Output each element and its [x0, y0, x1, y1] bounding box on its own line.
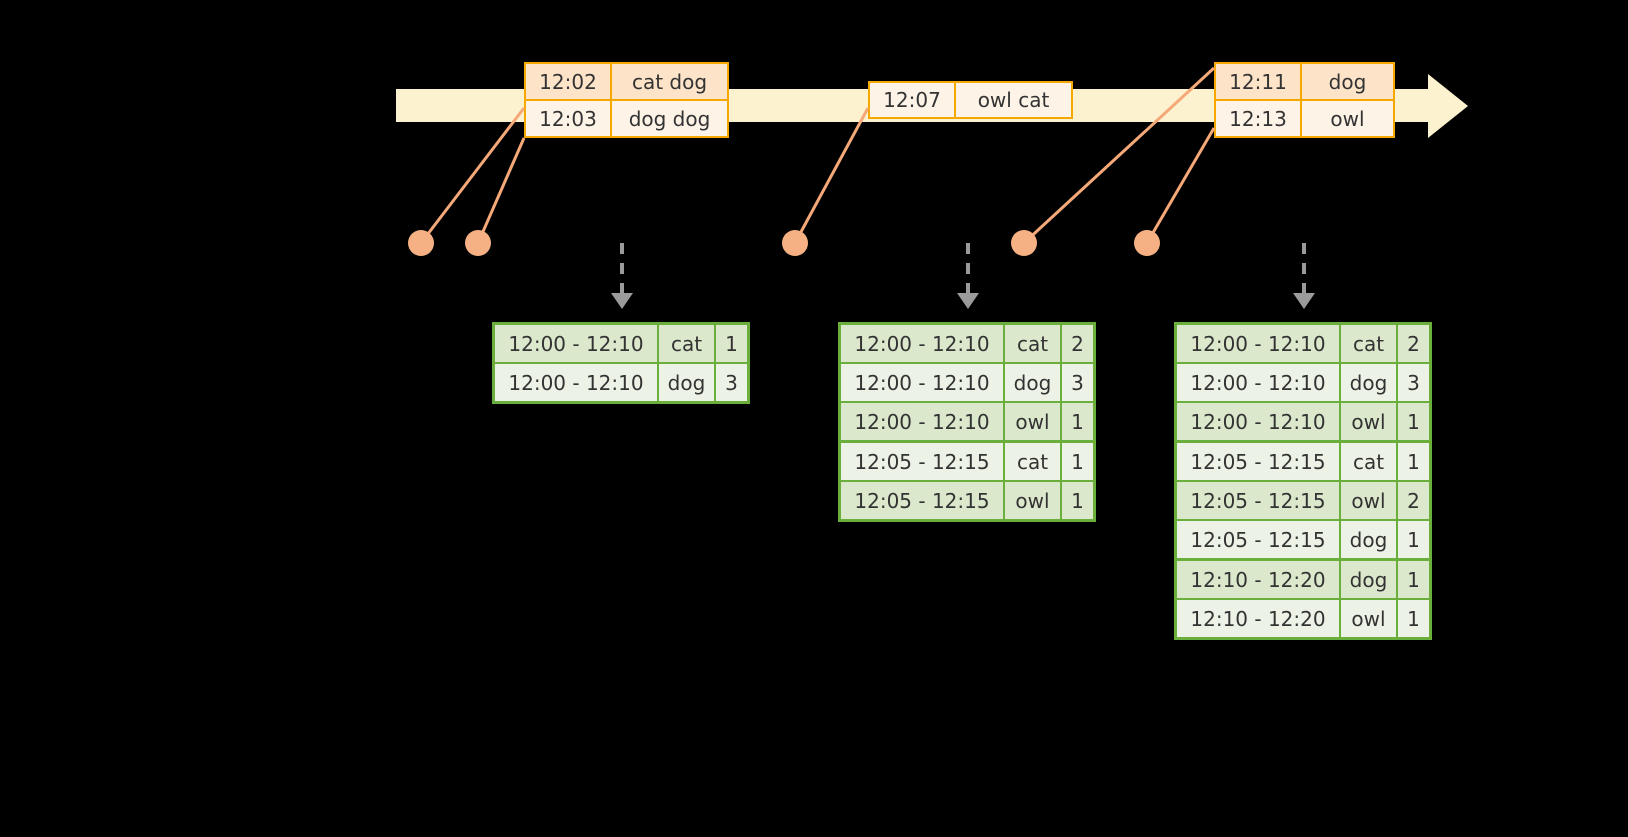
flow-arrow-2-shaft [966, 243, 970, 297]
window-cell: 12:05 - 12:15 [841, 482, 1005, 519]
window-cell: 12:00 - 12:10 [495, 364, 659, 401]
event-marker-dot[interactable] [465, 230, 491, 256]
word-cell: owl [1005, 482, 1062, 519]
window-cell: 12:00 - 12:10 [841, 403, 1005, 440]
word-cell: owl [1341, 403, 1398, 440]
flow-arrow-3-shaft [1302, 243, 1306, 297]
event-marker-dot[interactable] [1011, 230, 1037, 256]
event-value: owl cat [956, 83, 1071, 117]
count-cell: 1 [1398, 521, 1429, 558]
count-cell: 1 [1398, 403, 1429, 440]
word-cell: dog [659, 364, 716, 401]
word-cell: dog [1005, 364, 1062, 401]
event-time: 12:02 [526, 64, 612, 99]
event-value: cat dog [612, 64, 727, 99]
count-cell: 2 [1398, 482, 1429, 519]
window-cell: 12:10 - 12:20 [1177, 600, 1341, 637]
timeline-arrow-head [1428, 74, 1468, 138]
count-cell: 2 [1062, 325, 1093, 362]
count-cell: 3 [716, 364, 747, 401]
word-cell: cat [1341, 443, 1398, 480]
window-cell: 12:00 - 12:10 [1177, 364, 1341, 401]
flow-arrow-1-shaft [620, 243, 624, 297]
window-cell: 12:00 - 12:10 [1177, 325, 1341, 362]
event-box-group-1[interactable]: 12:02 cat dog 12:03 dog dog [524, 62, 729, 138]
word-cell: owl [1341, 482, 1398, 519]
count-cell: 1 [1398, 561, 1429, 598]
window-cell: 12:00 - 12:10 [1177, 403, 1341, 440]
event-value: owl [1302, 101, 1393, 136]
window-cell: 12:10 - 12:20 [1177, 561, 1341, 598]
event-time: 12:03 [526, 101, 612, 136]
window-cell: 12:05 - 12:15 [1177, 482, 1341, 519]
word-cell: dog [1341, 364, 1398, 401]
count-cell: 1 [1062, 443, 1093, 480]
event-marker-dot[interactable] [1134, 230, 1160, 256]
event-time: 12:11 [1216, 64, 1302, 99]
count-cell: 1 [716, 325, 747, 362]
count-cell: 2 [1398, 325, 1429, 362]
event-box-group-3[interactable]: 12:11 dog 12:13 owl [1214, 62, 1395, 138]
word-cell: owl [1005, 403, 1062, 440]
word-cell: cat [659, 325, 716, 362]
event-row[interactable]: 12:11 dog [1216, 64, 1393, 99]
count-cell: 1 [1398, 443, 1429, 480]
word-cell: owl [1341, 600, 1398, 637]
event-box-group-2[interactable]: 12:07 owl cat [868, 81, 1073, 119]
event-marker-dot[interactable] [408, 230, 434, 256]
count-cell: 1 [1062, 403, 1093, 440]
window-cell: 12:00 - 12:10 [841, 325, 1005, 362]
window-cell: 12:05 - 12:15 [1177, 443, 1341, 480]
word-cell: dog [1341, 561, 1398, 598]
event-row[interactable]: 12:02 cat dog [526, 64, 727, 99]
window-cell: 12:00 - 12:10 [495, 325, 659, 362]
event-value: dog [1302, 64, 1393, 99]
window-cell: 12:05 - 12:15 [841, 443, 1005, 480]
event-time: 12:07 [870, 83, 956, 117]
count-cell: 3 [1062, 364, 1093, 401]
count-cell: 1 [1398, 600, 1429, 637]
window-cell: 12:05 - 12:15 [1177, 521, 1341, 558]
flow-arrow-1-head [611, 293, 633, 309]
event-marker-dot[interactable] [782, 230, 808, 256]
event-row[interactable]: 12:07 owl cat [870, 83, 1071, 117]
event-value: dog dog [612, 101, 727, 136]
word-cell: dog [1341, 521, 1398, 558]
flow-arrow-2-head [957, 293, 979, 309]
word-cell: cat [1005, 325, 1062, 362]
count-cell: 1 [1062, 482, 1093, 519]
count-cell: 3 [1398, 364, 1429, 401]
event-row[interactable]: 12:03 dog dog [526, 99, 727, 136]
flow-arrow-3-head [1293, 293, 1315, 309]
word-cell: cat [1341, 325, 1398, 362]
event-time: 12:13 [1216, 101, 1302, 136]
event-row[interactable]: 12:13 owl [1216, 99, 1393, 136]
window-cell: 12:00 - 12:10 [841, 364, 1005, 401]
word-cell: cat [1005, 443, 1062, 480]
